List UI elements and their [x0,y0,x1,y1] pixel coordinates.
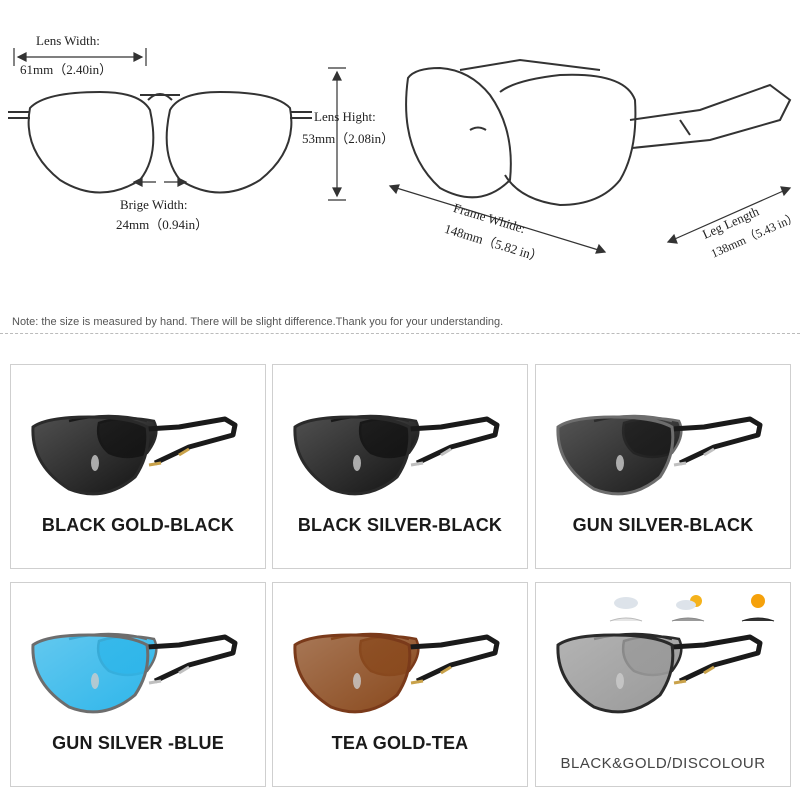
bridge-width-arrow [132,177,188,187]
sunglasses-image [556,632,763,714]
variant-card[interactable]: BLACK SILVER-BLACK [272,364,528,569]
lens-width-arrow [13,48,147,66]
lens-height-arrow [328,67,346,201]
lens-height-value: 53mm（2.08in） [302,131,395,146]
variant-card[interactable]: BLACK GOLD-BLACK [10,364,266,569]
variant-card[interactable]: BLACK&GOLD/DISCOLOUR [535,582,791,787]
variant-name: TEA GOLD-TEA [331,733,469,753]
lens-width-label: Lens Width: [36,33,100,48]
sunglasses-image [31,414,238,496]
frame-width-arrow [388,184,607,254]
sunglasses-image [31,632,238,714]
front-view-glasses [8,90,312,194]
size-note: Note: the size is measured by hand. Ther… [12,316,504,328]
variant-name: GUN SILVER-BLACK [572,515,754,535]
dimension-diagram [8,48,792,254]
variant-card[interactable]: GUN SILVER -BLUE [10,582,266,787]
discolour-weather-icons [609,594,775,622]
variant-card[interactable]: GUN SILVER-BLACK [535,364,791,569]
side-view-glasses [405,58,792,207]
variant-card[interactable]: TEA GOLD-TEA [272,582,528,787]
bridge-width-label: Brige Width: [120,197,188,212]
bridge-width-value: 24mm（0.94in） [116,217,209,232]
leg-length-arrow [666,186,792,244]
sunglasses-image [556,414,763,496]
divider [0,333,800,334]
lens-width-value: 61mm（2.40in） [20,62,113,77]
lens-height-label: Lens Hight: [314,109,376,124]
variant-name: BLACK&GOLD/DISCOLOUR [560,755,766,772]
variant-name: BLACK SILVER-BLACK [297,515,503,535]
variant-name: BLACK GOLD-BLACK [41,515,235,535]
sunglasses-image [293,414,500,496]
variant-name: GUN SILVER -BLUE [52,733,224,753]
sunglasses-image [293,632,500,714]
